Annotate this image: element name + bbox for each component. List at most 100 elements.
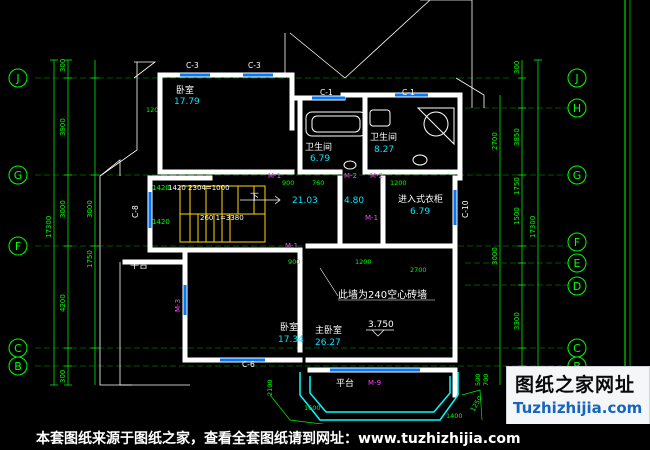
dim-left-2: 3000 <box>59 200 67 218</box>
watermark-url: Tuzhizhijia.com <box>513 399 643 417</box>
dim-right-6: 3000 <box>491 247 499 265</box>
note-stair-1420-a: 1420 <box>152 184 170 192</box>
room-bedroom-sw-area: 17.34 <box>278 335 304 345</box>
room-master-name: 主卧室 <box>315 324 342 336</box>
axis-label-g-right: G <box>573 169 582 182</box>
room-bath-left-area: 6.79 <box>310 154 330 164</box>
drawing-notes: 此墙为240空心砖墙 3.750 下 1420 2304=1000 260 1=… <box>152 184 435 337</box>
dim-left-4: 3000 <box>86 200 94 218</box>
window-c10: C-10 <box>461 200 470 218</box>
room-bath-right-area: 8.27 <box>374 145 394 155</box>
room-closet-area: 4.80 <box>344 196 364 206</box>
toilet-right <box>412 154 428 166</box>
window-c3-a: C-3 <box>186 61 199 70</box>
left-dimensions <box>50 59 99 386</box>
note-level: 3.750 <box>368 320 394 330</box>
axis-label-g-left: G <box>14 169 23 182</box>
window-c6: C-6 <box>242 360 255 369</box>
dim-misc-5: 2700 <box>410 266 427 274</box>
room-bath-right-name: 卫生间 <box>370 131 397 143</box>
axis-label-d-right: D <box>573 280 581 293</box>
dim-right-7: 3300 <box>513 312 521 330</box>
bath-fixtures <box>305 107 455 170</box>
axis-label-h-right: H <box>573 102 581 115</box>
dim-misc-10: 1250 <box>469 395 484 413</box>
footer-bar: 本套图纸来源于图纸之家，查看全套图纸请到网址：www.tuzhizhijia.c… <box>0 424 650 450</box>
room-master-area: 26.27 <box>315 338 341 348</box>
dim-misc-11: 500 <box>474 374 482 386</box>
dim-left-0: 300 <box>59 59 67 72</box>
room-terrace-s-name: 平台 <box>336 377 354 389</box>
note-stair-dim-mid: 260 1=3380 <box>200 214 244 222</box>
room-terrace-w-name: 平台 <box>130 259 148 271</box>
axis-label-f-left: F <box>15 240 21 253</box>
room-bath-left-name: 卫生间 <box>305 141 332 153</box>
axis-label-e-right: E <box>574 257 581 270</box>
dim-misc-7: 120 <box>146 106 158 114</box>
door-tags: M-1 M-2 M-2 M-1 M-1 M-3 M-9 <box>174 172 383 387</box>
bathtub-corner-right <box>423 111 449 137</box>
axis-label-b-left: B <box>14 360 22 373</box>
dim-misc-2: 760 <box>312 179 324 187</box>
room-bedroom-nw-area: 17.79 <box>174 97 200 107</box>
note-stair-down: 下 <box>250 193 259 203</box>
dim-right-2: 2700 <box>491 132 499 150</box>
stair-arrow <box>240 195 281 205</box>
dim-misc-12: 700 <box>482 374 490 386</box>
sink-right <box>369 109 391 127</box>
dim-left-5: 1750 <box>86 250 94 268</box>
dim-right-0: 300 <box>513 61 521 74</box>
bay-dim-lines <box>269 389 483 426</box>
door-m2-a: M-2 <box>344 172 357 180</box>
note-wall: 此墙为240空心砖墙 <box>338 288 427 301</box>
dim-misc-4: 1200 <box>390 179 407 187</box>
window-c1-b: C-1 <box>402 88 415 97</box>
window-c1-a: C-1 <box>320 88 333 97</box>
watermark-title: 图纸之家网址 <box>515 374 636 396</box>
dim-right-5: 17300 <box>529 216 537 238</box>
dim-left-7: 300 <box>59 370 67 383</box>
room-bedroom-nw-name: 卧室 <box>176 84 194 96</box>
room-bedroom-sw-name: 卧室 <box>280 321 298 333</box>
axis-bubbles-right <box>567 68 587 376</box>
door-m1-c: M-1 <box>365 214 378 222</box>
axis-lines <box>35 77 580 367</box>
door-m2-b: M-2 <box>370 172 383 180</box>
bathtub-left <box>305 111 367 137</box>
dim-left-3: 17300 <box>45 216 53 238</box>
door-m1-b: M-1 <box>285 242 298 250</box>
note-stair-1420-b: 1420 <box>152 218 170 226</box>
axis-labels-left: J G F C B <box>14 72 23 373</box>
roof-outlines <box>99 0 485 386</box>
room-hall-area: 21.03 <box>292 196 318 206</box>
window-tags: C-3 C-3 C-1 C-1 C-8 C-10 C-6 <box>131 61 470 369</box>
axis-label-c-left: C <box>14 342 22 355</box>
axis-bubbles-left <box>8 68 28 376</box>
dim-right-1: 3850 <box>513 128 521 146</box>
dim-misc-3: 900 <box>282 179 294 187</box>
bay-balcony <box>299 372 459 421</box>
window-c3-b: C-3 <box>248 61 261 70</box>
windows <box>148 73 457 372</box>
axis-label-j-left: J <box>15 72 19 85</box>
axis-label-j-right: J <box>574 72 578 85</box>
dim-misc-1: 1200 <box>355 258 372 266</box>
toilet-left <box>343 160 357 170</box>
dim-misc-0: 900 <box>288 258 300 266</box>
room-walkin-area: 6.79 <box>410 207 430 217</box>
room-labels: 卧室 17.79 卫生间 6.79 卫生间 8.27 进入式衣柜 6.79 21… <box>130 84 443 389</box>
dim-misc-6: 1600 <box>304 404 321 412</box>
note-stair-dim-top: 1420 2304=1000 <box>168 184 230 192</box>
dim-misc-8: 2100 <box>266 379 274 396</box>
left-dimension-text: 300 3900 3000 17300 3000 1750 4200 300 <box>45 59 94 383</box>
axis-label-c-right: C <box>573 342 581 355</box>
door-m1-a: M-1 <box>268 172 281 180</box>
axis-label-f-right: F <box>574 236 580 249</box>
door-m3: M-3 <box>174 299 182 312</box>
door-m9: M-9 <box>368 379 381 387</box>
watermark-logo: 图纸之家网址 Tuzhizhijia.com <box>506 366 650 426</box>
footer-text: 本套图纸来源于图纸之家，查看全套图纸请到网址：www.tuzhizhijia.c… <box>36 431 521 447</box>
dim-misc-9: 1400 <box>446 412 463 420</box>
